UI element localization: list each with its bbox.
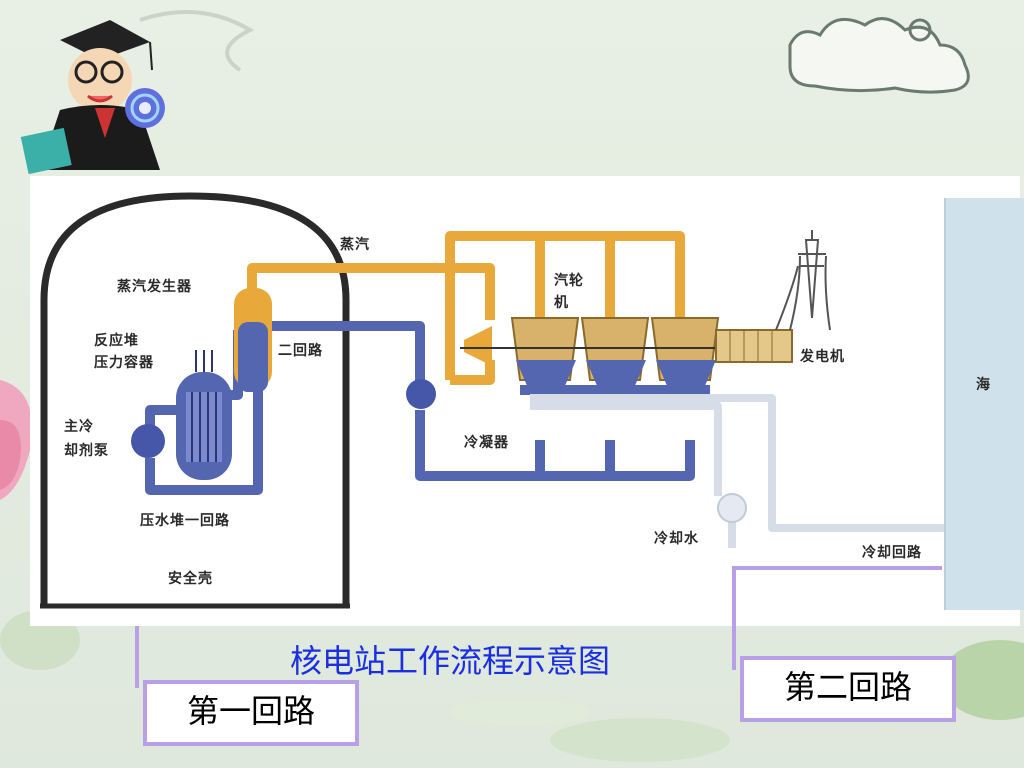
second-loop-box: 第二回路 xyxy=(740,656,956,722)
label-second-loop-inner: 二回路 xyxy=(278,343,323,359)
label-reactor-line1: 反应堆 xyxy=(94,333,139,349)
label-condenser: 冷凝器 xyxy=(464,435,509,451)
label-main-pump-line2: 却剂泵 xyxy=(64,443,109,459)
steam-pipes xyxy=(247,231,685,385)
label-cooling-loop: 冷却回路 xyxy=(862,545,922,561)
diagram-caption: 核电站工作流程示意图 xyxy=(290,642,611,680)
lotus-leaf-icon xyxy=(450,640,1024,762)
label-turbine-line1: 汽轮 xyxy=(554,273,584,289)
label-containment: 安全壳 xyxy=(168,571,213,587)
first-loop-connector xyxy=(135,626,139,688)
main-coolant-pump xyxy=(131,424,165,458)
cartoon-teacher-icon xyxy=(20,20,165,175)
label-steam-generator: 蒸汽发生器 xyxy=(117,279,192,295)
label-main-pump-line1: 主冷 xyxy=(64,419,94,435)
sea-area xyxy=(944,198,1024,610)
label-reactor-line2: 压力容器 xyxy=(94,355,154,371)
cloud-swirl-icon xyxy=(788,17,970,94)
power-tower-icon xyxy=(775,230,831,331)
containment-shell xyxy=(40,192,350,606)
generator xyxy=(715,329,793,363)
condenser xyxy=(516,360,716,388)
label-pwr-first-loop: 压水堆一回路 xyxy=(140,513,230,529)
second-loop-connector-horizontal xyxy=(732,566,942,570)
second-loop-connector xyxy=(732,566,736,670)
label-steam: 蒸汽 xyxy=(340,237,370,253)
cooling-pipes xyxy=(530,394,944,548)
feedwater-pump xyxy=(406,379,436,409)
label-turbine-line2: 机 xyxy=(554,295,569,311)
feedwater-pipes xyxy=(272,321,710,481)
first-loop-box: 第一回路 xyxy=(143,680,359,746)
cooling-water-pump xyxy=(717,493,747,523)
label-generator: 发电机 xyxy=(800,349,845,365)
label-sea: 海 xyxy=(976,377,991,393)
label-cooling-water: 冷却水 xyxy=(654,531,699,547)
